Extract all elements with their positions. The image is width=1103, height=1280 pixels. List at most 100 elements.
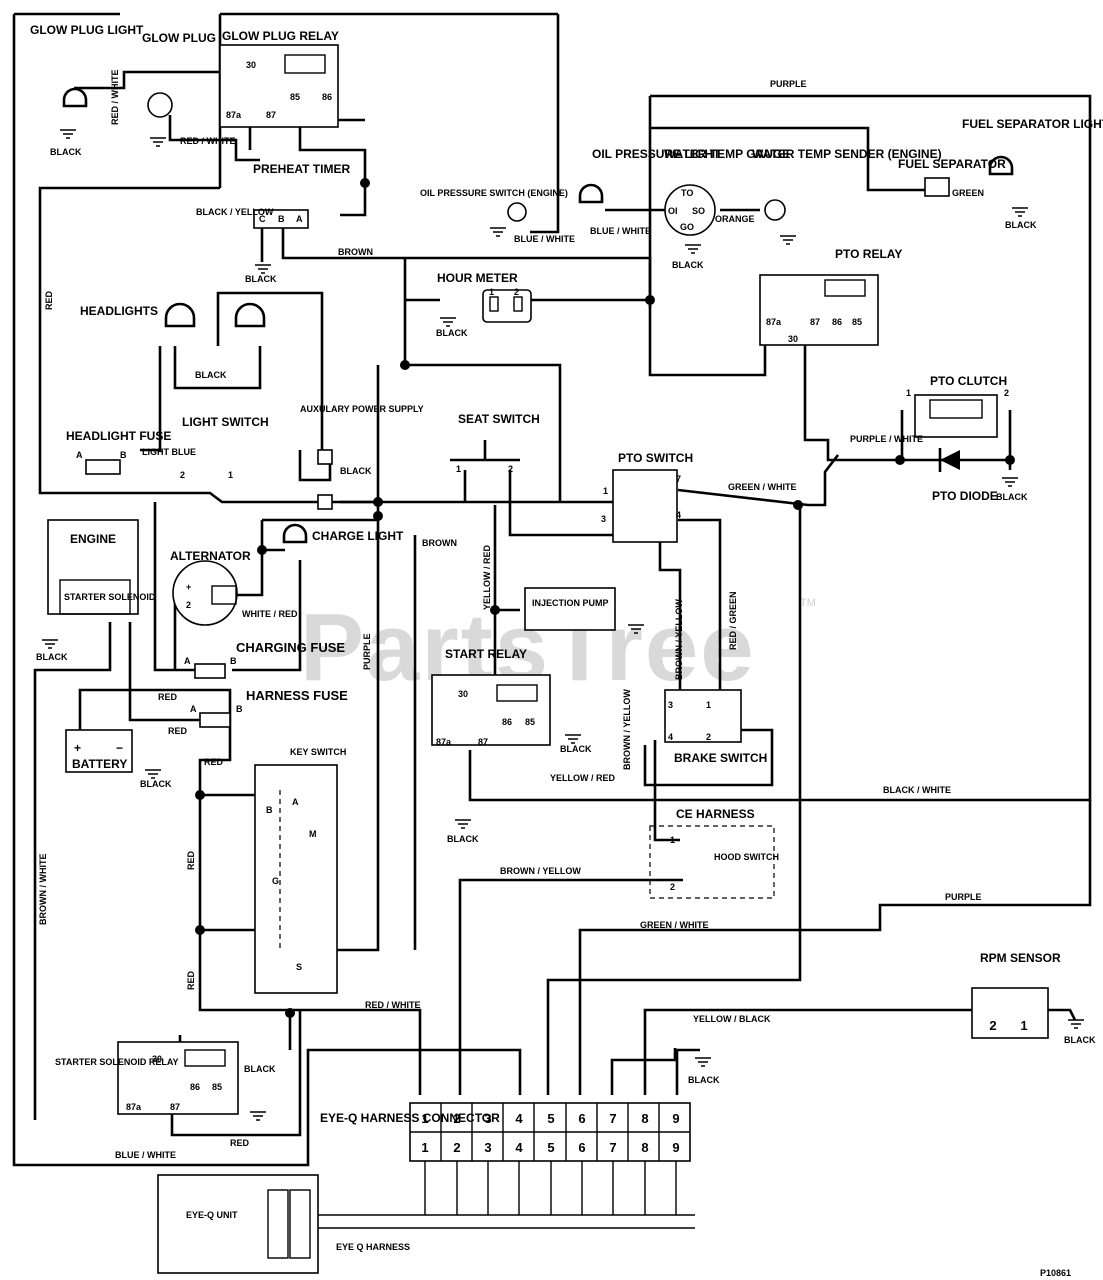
key-a: A <box>292 797 299 807</box>
gauge-to: TO <box>681 188 693 198</box>
key-m: M <box>309 829 317 839</box>
harness-fuse-label: HARNESS FUSE <box>246 688 348 703</box>
ss-85: 85 <box>212 1082 222 1092</box>
pin-7b: 7 <box>609 1140 616 1155</box>
wire-label-red-key2: RED <box>186 850 196 870</box>
battery-label: BATTERY <box>72 757 127 771</box>
gauge-so: SO <box>692 206 705 216</box>
oil-pressure-switch <box>507 202 527 222</box>
pin-5b: 5 <box>547 1140 554 1155</box>
clutch-1: 1 <box>906 388 911 398</box>
hfuse-b: B <box>120 450 127 460</box>
pin-2b: 2 <box>453 1140 460 1155</box>
wire-label-purple-white: PURPLE / WHITE <box>850 434 923 444</box>
seat-switch-label: SEAT SWITCH <box>458 412 540 426</box>
eye-q-harness-label: EYE Q HARNESS <box>336 1242 410 1252</box>
pto-relay-87a: 87a <box>766 317 782 327</box>
pin-8: 8 <box>641 1111 648 1126</box>
wire-label-red-battery: RED <box>158 692 178 702</box>
wire-label-black-connector: BLACK <box>688 1075 720 1085</box>
headlight-fuse-label: HEADLIGHT FUSE <box>66 429 171 443</box>
start-87a: 87a <box>436 737 452 747</box>
pin-5: 5 <box>547 1111 554 1126</box>
pin-4b: 4 <box>515 1140 523 1155</box>
wire-labels: PURPLE PURPLE PURPLE BLACK BLACK BLACK B… <box>36 70 1096 1161</box>
pto-clutch-label: PTO CLUTCH <box>930 374 1007 388</box>
wire-label-green-white-pto: GREEN / WHITE <box>728 482 797 492</box>
charging-fuse <box>194 663 226 679</box>
wire-label-black-battery: BLACK <box>140 779 172 789</box>
start-86: 86 <box>502 717 512 727</box>
key-switch-label: KEY SWITCH <box>290 747 346 757</box>
pto-switch-label: PTO SWITCH <box>618 451 693 465</box>
oil-pressure-switch-label: OIL PRESSURE SWITCH (ENGINE) <box>420 188 568 198</box>
ss-86: 86 <box>190 1082 200 1092</box>
ss-87: 87 <box>170 1102 180 1112</box>
pin-2: 2 <box>453 1111 460 1126</box>
start-30: 30 <box>458 689 468 699</box>
pto-relay-87: 87 <box>810 317 820 327</box>
wire-label-orange: ORANGE <box>715 214 755 224</box>
wire-label-brown-yellow-vert: BROWN / YELLOW <box>674 599 684 680</box>
alt-plus: + <box>186 582 191 592</box>
wire-label-purple-right: PURPLE <box>945 892 982 902</box>
light-switch-label: LIGHT SWITCH <box>182 415 269 429</box>
pin-9: 9 <box>672 1111 679 1126</box>
harness-fuse <box>199 712 231 728</box>
wire-label-black-hour: BLACK <box>436 328 468 338</box>
wire-label-black-fuel: BLACK <box>1005 220 1037 230</box>
hour-meter-label: HOUR METER <box>437 271 518 285</box>
fuel-separator-light-label: FUEL SEPARATOR LIGHT <box>962 117 1103 131</box>
junctions <box>195 178 1015 1018</box>
battery <box>65 729 133 773</box>
rpm-sensor <box>971 987 1049 1039</box>
start-85: 85 <box>525 717 535 727</box>
ce-harness-label: CE HARNESS <box>676 807 755 821</box>
wire-label-red-key: RED <box>204 757 224 767</box>
wire-label-red-key3: RED <box>186 970 196 990</box>
charge-light-lamp <box>282 523 308 544</box>
hour-1: 1 <box>489 287 494 297</box>
pto-sw-1: 1 <box>603 486 608 496</box>
start-87: 87 <box>478 737 488 747</box>
starter-solenoid-relay <box>117 1041 239 1115</box>
wire-label-black-rpm: BLACK <box>1064 1035 1096 1045</box>
drawing-reference: P10861 <box>1040 1268 1071 1278</box>
pto-clutch <box>914 394 998 438</box>
hrnfuse-a: A <box>190 704 197 714</box>
glow-plug-label: GLOW PLUG <box>142 31 216 45</box>
water-temp-sender <box>764 199 786 221</box>
injection-pump <box>524 587 616 631</box>
ss-87a: 87a <box>126 1102 142 1112</box>
brake-4: 4 <box>668 732 673 742</box>
pto-switch <box>612 469 678 543</box>
eye-q-unit-label: EYE-Q UNIT <box>186 1210 238 1220</box>
pto-relay-85: 85 <box>852 317 862 327</box>
glow-plug-light-lamp <box>62 87 88 108</box>
wire-label-red-green: RED / GREEN <box>728 591 738 650</box>
pin-6: 6 <box>578 1111 585 1126</box>
hfuse-a: A <box>76 450 83 460</box>
preheat-c: C <box>259 214 266 224</box>
gauge-go: GO <box>680 222 694 232</box>
wire-label-purple-mid: PURPLE <box>362 633 372 670</box>
hood-1: 1 <box>670 835 675 845</box>
pin-7: 7 <box>609 1111 616 1126</box>
pto-sw-7: 7 <box>676 474 681 484</box>
key-b: B <box>266 805 273 815</box>
eye-q-connector <box>409 1102 691 1162</box>
gauge-oi: OI <box>668 206 678 216</box>
rpm-1: 1 <box>1020 1018 1027 1033</box>
fuel-separator-lamp <box>988 155 1014 176</box>
lightsw-1: 1 <box>228 470 233 480</box>
wire-label-red-white-glow: RED / WHITE <box>110 70 120 126</box>
pin-4: 4 <box>515 1111 523 1126</box>
key-switch <box>254 764 338 994</box>
wire-label-brown-yellow-brake: BROWN / YELLOW <box>622 689 632 770</box>
wire-label-green: GREEN <box>952 188 984 198</box>
headlight-fuse <box>85 459 121 475</box>
wire-label-brown-top: BROWN <box>338 247 373 257</box>
seat-switch <box>450 440 520 462</box>
preheat-b: B <box>278 214 285 224</box>
